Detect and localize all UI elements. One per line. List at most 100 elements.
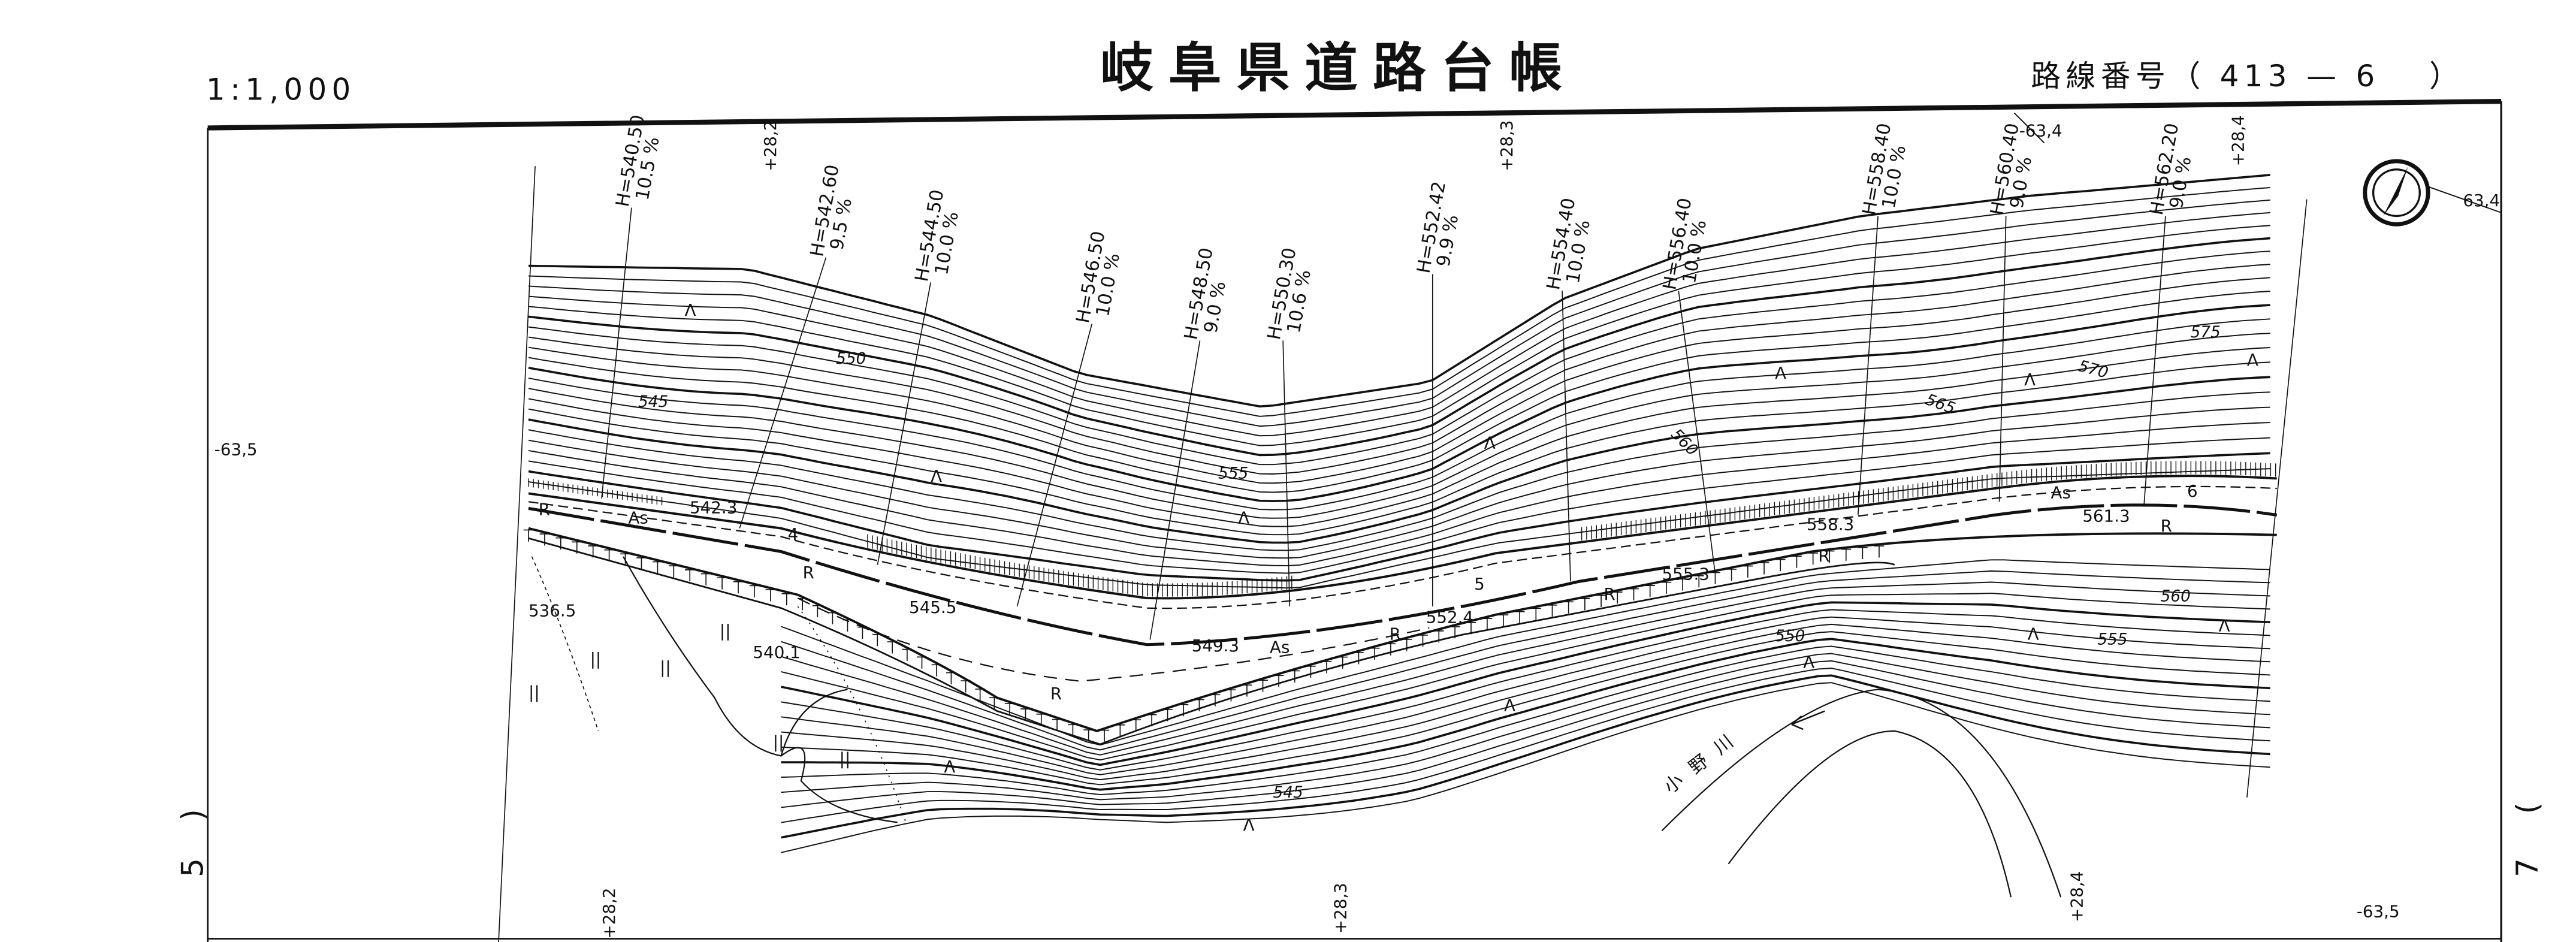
- contour-line: [781, 645, 2270, 796]
- contour-line: [781, 653, 2270, 801]
- grid-marks: +28,2 +28,3 +28,4 -63,4 +28,2 +28,3 +28,…: [215, 112, 2502, 939]
- station-label: H=548.509.0 %: [1180, 246, 1230, 342]
- contour-line: [528, 277, 2270, 484]
- retaining-wall-mark: [1530, 608, 1541, 620]
- retaining-wall-mark: [1273, 675, 1284, 687]
- spot-height: 561.3: [2082, 506, 2130, 526]
- retaining-wall-mark: [887, 641, 898, 654]
- station-line: [1282, 340, 1291, 606]
- asphalt-mark: As: [2051, 483, 2071, 503]
- retaining-wall-mark: [917, 656, 927, 669]
- contour-line: [528, 437, 2270, 574]
- contour-line: [781, 638, 2270, 791]
- terrain-left: [531, 556, 907, 823]
- grid-mark: 63,4: [2463, 191, 2500, 210]
- field-symbol: ||: [720, 621, 731, 641]
- contour-label: 560: [2161, 588, 2191, 606]
- retaining-wall-mark: [700, 573, 711, 585]
- retaining-wall-mark: [1036, 713, 1047, 726]
- road-edge-mark: R: [803, 563, 814, 582]
- retaining-wall-mark: [1759, 562, 1769, 575]
- retaining-wall-mark: [1289, 670, 1300, 683]
- retaining-wall-mark: [1792, 555, 1802, 568]
- retaining-wall-mark: [1726, 569, 1737, 581]
- retaining-wall-mark: [1115, 724, 1125, 737]
- retaining-wall-mark: [1004, 703, 1015, 715]
- margin-paren: (: [2510, 798, 2545, 814]
- contour-line: [528, 225, 2270, 446]
- contour-label: 555: [1218, 464, 1248, 482]
- retaining-wall-mark: [797, 598, 808, 611]
- retaining-wall-mark: [1433, 630, 1444, 643]
- retaining-wall-mark: [1385, 643, 1396, 656]
- adjacent-sheet-right: 7: [2510, 853, 2545, 877]
- retaining-wall-mark: [1321, 661, 1332, 674]
- asphalt-mark: As: [628, 508, 648, 527]
- retaining-wall-mark: [872, 633, 883, 647]
- spot-height: 558.3: [1807, 514, 1854, 534]
- field-symbol: ||: [590, 649, 602, 669]
- retaining-wall-mark: [1808, 552, 1819, 565]
- retaining-wall-mark: [733, 581, 744, 594]
- retaining-wall-mark: [1841, 548, 1852, 561]
- retaining-wall-mark: [1052, 718, 1062, 731]
- contour-line: [528, 237, 2270, 457]
- contour-line: [781, 616, 2270, 775]
- retaining-wall-mark: [1612, 591, 1623, 604]
- vegetation-symbol: Λ: [1803, 653, 1814, 672]
- retaining-wall-mark: [555, 537, 566, 550]
- retaining-wall-mark: [1178, 704, 1189, 717]
- retaining-wall-mark: [781, 593, 792, 606]
- road-edge-mark: R: [539, 499, 550, 519]
- retaining-wall-mark: [1162, 709, 1173, 721]
- contour-line: [528, 391, 2270, 551]
- retaining-wall-mark: [1099, 729, 1110, 742]
- contour-line: [781, 668, 2270, 823]
- contour-line: [528, 250, 2270, 466]
- retaining-wall-mark: [1418, 635, 1428, 647]
- km-post: 6: [2187, 481, 2198, 501]
- contour-line: [781, 609, 2270, 771]
- field-symbol: ||: [529, 682, 540, 702]
- river-name: 小野川: [1660, 723, 1748, 798]
- vegetation-symbol: Λ: [685, 300, 696, 320]
- retaining-wall-mark: [1693, 575, 1704, 588]
- retaining-wall-mark: [857, 626, 868, 639]
- retaining-wall-mark: [1402, 639, 1412, 651]
- field-symbol: ||: [839, 748, 851, 768]
- retaining-wall-mark: [1563, 601, 1574, 614]
- retaining-wall-mark: [1482, 618, 1493, 630]
- asphalt-mark: As: [1270, 638, 1289, 657]
- adjacent-sheet-left: 5: [175, 853, 210, 877]
- contour-line: [781, 631, 2270, 786]
- contour-labels: 550 545 555 560 565 570 575 560 555 550 …: [638, 324, 2221, 802]
- road-edge-mark: R: [1818, 546, 1829, 566]
- station-line: [1016, 324, 1093, 607]
- contour-line: [781, 682, 2270, 853]
- retaining-wall-mark: [1131, 719, 1141, 732]
- contour-line: [528, 304, 2270, 502]
- retaining-wall-mark: [1449, 626, 1460, 639]
- retaining-wall-mark: [902, 648, 913, 662]
- vegetation-symbol: Λ: [2247, 350, 2258, 370]
- retaining-wall-mark: [1775, 558, 1786, 572]
- km-post: 5: [1474, 574, 1485, 594]
- contour-line: [528, 333, 2270, 519]
- retaining-wall-mark: [1020, 708, 1031, 721]
- field-symbol: ||: [660, 657, 671, 677]
- retaining-wall-mark: [1858, 547, 1868, 560]
- station-label: H=562.209.0 %: [2146, 122, 2196, 217]
- vegetation-symbol: Λ: [1484, 433, 1496, 453]
- retaining-wall-mark: [931, 664, 942, 677]
- contour-label: 570: [2076, 357, 2110, 382]
- vegetation-symbol: Λ: [931, 466, 942, 486]
- retaining-wall-mark: [842, 619, 853, 632]
- station-line: [1149, 340, 1201, 640]
- retaining-wall-mark: [1514, 611, 1525, 624]
- grid-mark: +28,2: [599, 888, 619, 939]
- retaining-wall-mark: [749, 585, 760, 597]
